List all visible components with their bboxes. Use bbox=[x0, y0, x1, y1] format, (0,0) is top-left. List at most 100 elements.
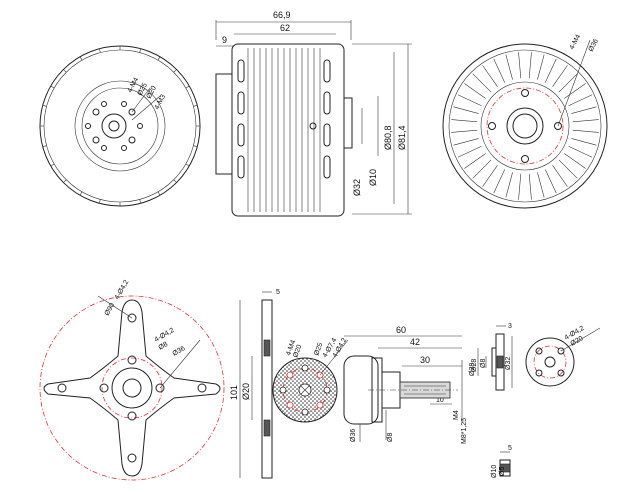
stator-slot-gap bbox=[460, 148, 485, 165]
rotor-notch bbox=[99, 48, 101, 53]
stator-slot bbox=[564, 153, 586, 169]
stator-slot-gap bbox=[460, 87, 485, 104]
stator-slot-gap bbox=[476, 68, 496, 91]
stator-slot bbox=[528, 52, 532, 79]
stator-slot-gap bbox=[467, 77, 490, 97]
shaft-small-label: Ø10 bbox=[368, 169, 378, 186]
rotor-notch bbox=[157, 191, 161, 196]
stator-slot bbox=[552, 65, 568, 87]
adapter-dia-a-label: Ø28 bbox=[471, 359, 478, 372]
stator-slot-gap bbox=[510, 173, 519, 200]
adapter-dia-b-label: Ø8 bbox=[480, 359, 487, 368]
stator-slot bbox=[493, 58, 505, 83]
stator-slot bbox=[518, 173, 522, 200]
rotor-notch bbox=[42, 145, 47, 147]
stator-slot bbox=[564, 83, 586, 99]
mount-dia-outer-label: Ø90 bbox=[104, 302, 117, 317]
rotor-notch bbox=[63, 69, 67, 73]
stator-slot-gap bbox=[560, 155, 583, 175]
mount-dia-b-label: Ø36 bbox=[172, 345, 187, 358]
shaft-len-total-label: 60 bbox=[396, 325, 406, 335]
dia-inner-label: Ø80,8 bbox=[383, 125, 393, 150]
shaft-dia-c-label: Ø28 bbox=[469, 363, 476, 376]
rotor-notch bbox=[173, 179, 177, 183]
plate-dia-label: Ø20 bbox=[241, 383, 251, 400]
stator-slot bbox=[572, 119, 599, 123]
rotor-notch bbox=[157, 56, 161, 61]
adapter-dia-c-label: Ø32 bbox=[505, 357, 512, 370]
shaft-len-a-label: 42 bbox=[410, 337, 420, 347]
stator-slot-gap bbox=[486, 61, 503, 86]
stator-slot bbox=[552, 165, 568, 187]
stator-slot-gap bbox=[565, 148, 590, 165]
stator-slot bbox=[505, 172, 513, 198]
stator-slot-gap bbox=[531, 52, 540, 79]
rotor-notch bbox=[79, 191, 83, 196]
stator-slot-gap bbox=[540, 55, 552, 82]
washer-dia-a-label: Ø10 bbox=[491, 465, 498, 478]
adapter-side-view: 3 Ø28 Ø8 Ø32 bbox=[471, 323, 513, 391]
stator-slot-gap bbox=[554, 161, 574, 184]
washer-dia-b-label: Ø5 bbox=[499, 467, 506, 476]
stator-slot bbox=[451, 129, 478, 133]
stator-slot bbox=[464, 83, 486, 99]
stator-slot-gap bbox=[454, 141, 481, 153]
mount-holes-label: 4-Ø4,2 bbox=[114, 279, 131, 301]
shaft-side-view: 60 42 30 10 Ø36 Ø8 Ø28 M4 M8*1,25 bbox=[343, 325, 476, 444]
stator-slot bbox=[472, 73, 492, 93]
face-dia-b-label: Ø25 bbox=[313, 342, 324, 357]
adapter-face-view: 4-Ø4,2 Ø20 bbox=[525, 325, 601, 387]
stator-slot bbox=[568, 94, 593, 106]
stator-slot bbox=[451, 119, 478, 123]
stator-slot bbox=[571, 106, 597, 114]
plate-height-label: 101 bbox=[229, 385, 239, 400]
dia-outer-label: Ø81,4 bbox=[397, 125, 407, 150]
stator-slot bbox=[453, 138, 479, 146]
rotor-notch bbox=[185, 85, 190, 89]
rotor-notch bbox=[173, 69, 177, 73]
motor-back-view: 4-M4 Ø36 bbox=[442, 33, 608, 209]
stator-slot-gap bbox=[454, 99, 481, 111]
rotor-notch bbox=[42, 105, 47, 107]
stator-slot bbox=[482, 65, 498, 87]
stator-slot-gap bbox=[498, 170, 510, 197]
stator-slot bbox=[453, 106, 479, 114]
shaft-thread2-label: M8*1,25 bbox=[461, 418, 468, 444]
stator-slot bbox=[505, 54, 513, 80]
shaft-face-view: 4-M4 Ø20 Ø25 4-Ø7,4 4-Ø4,2 bbox=[272, 337, 348, 423]
stator-slot-gap bbox=[476, 161, 496, 184]
holes-b-label: 4-M3 bbox=[154, 93, 168, 110]
stator-slot-gap bbox=[565, 87, 590, 104]
stator-slot-gap bbox=[572, 132, 599, 141]
stator-slot-gap bbox=[510, 52, 519, 79]
shaft-dia-a-label: Ø36 bbox=[350, 429, 357, 442]
overall-length-label: 66,9 bbox=[273, 10, 291, 20]
stator-slot-gap bbox=[572, 111, 599, 120]
stator-slot bbox=[572, 129, 599, 133]
x-mount-front-view: 4-Ø4,2 Ø90 4-Ø4,2 Ø8 Ø36 bbox=[39, 279, 225, 481]
stator-slot-gap bbox=[531, 173, 540, 200]
stator-slot-gap bbox=[547, 61, 564, 86]
rotor-notch bbox=[50, 163, 55, 167]
stator-slot bbox=[518, 52, 522, 79]
shaft-len-c-label: 10 bbox=[436, 397, 444, 404]
stator-slot bbox=[545, 58, 557, 83]
rotor-notch bbox=[139, 48, 141, 53]
stator-slot bbox=[493, 169, 505, 194]
rotor-notch bbox=[193, 105, 198, 107]
stator-slot bbox=[568, 146, 593, 158]
shaft-offset-label: 9 bbox=[222, 35, 227, 45]
stator-slot-gap bbox=[569, 99, 596, 111]
stator-slot bbox=[457, 146, 482, 158]
rotor-notch bbox=[79, 56, 83, 61]
rotor-notch bbox=[139, 199, 141, 204]
stator-slot-gap bbox=[467, 155, 490, 175]
stator-slot bbox=[545, 169, 557, 194]
stator-slot bbox=[482, 165, 498, 187]
stator-slot-gap bbox=[540, 170, 552, 197]
washer-thickness-label: 5 bbox=[508, 445, 512, 452]
shaft-dia-b-label: Ø8 bbox=[387, 433, 394, 442]
shaft-dia-label: Ø32 bbox=[352, 179, 362, 196]
rotor-notch bbox=[185, 163, 190, 167]
